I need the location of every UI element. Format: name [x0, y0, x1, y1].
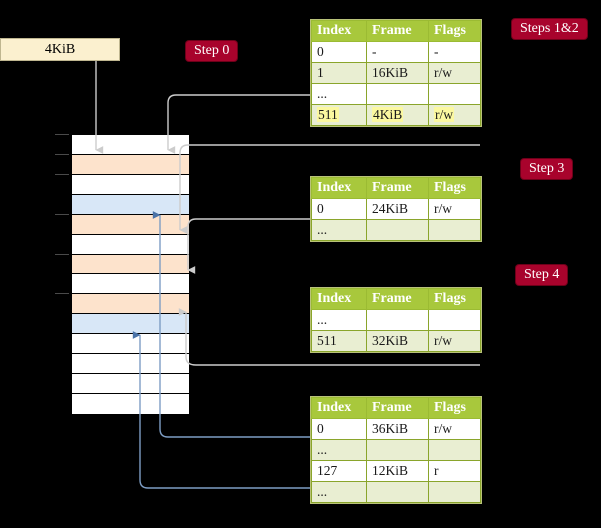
- cell-frame: [366, 439, 429, 461]
- column-header-index: Index: [311, 397, 367, 419]
- memory-frame-row: [72, 294, 189, 315]
- column-header-frame: Frame: [366, 177, 429, 199]
- column-header-flags: Flags: [428, 397, 481, 419]
- column-header-index: Index: [311, 288, 367, 310]
- cell-flags: -: [428, 41, 481, 63]
- cell-flags: r: [428, 460, 481, 482]
- memory-row-tick: [55, 293, 69, 295]
- table-row[interactable]: ...: [311, 439, 481, 461]
- memory-frame-row: [72, 354, 189, 375]
- cell-frame: 4KiB: [366, 104, 429, 126]
- memory-frame-row: [72, 135, 189, 155]
- table-row[interactable]: ...: [311, 219, 481, 241]
- column-header-frame: Frame: [366, 397, 429, 419]
- memory-frame-row: [72, 374, 189, 395]
- virtual-page-4kib-box: 4KiB: [0, 38, 120, 61]
- cell-index: 511: [311, 330, 367, 352]
- cell-index: ...: [311, 83, 367, 105]
- column-header-flags: Flags: [428, 288, 481, 310]
- cell-frame: [366, 83, 429, 105]
- physical-memory-column: [71, 134, 190, 414]
- memory-frame-row: [72, 214, 189, 235]
- cell-frame: [366, 219, 429, 241]
- cell-index: 1: [311, 62, 367, 84]
- memory-frame-row: [72, 314, 189, 335]
- virtual-page-label: 4KiB: [44, 41, 76, 57]
- badge-steps-1-2: Steps 1&2: [512, 19, 587, 39]
- cell-flags: r/w: [428, 418, 481, 440]
- cell-frame: 16KiB: [366, 62, 429, 84]
- memory-frame-row: [72, 274, 189, 295]
- memory-row-tick: [55, 253, 69, 255]
- table-row[interactable]: ...: [311, 83, 481, 105]
- badge-step-4: Step 4: [516, 265, 568, 285]
- cell-frame: [366, 481, 429, 503]
- memory-row-tick: [55, 213, 69, 215]
- cell-frame: 32KiB: [366, 330, 429, 352]
- cell-frame: -: [366, 41, 429, 63]
- memory-row-tick: [55, 173, 69, 175]
- memory-frame-row: [72, 394, 189, 414]
- memory-frame-row: [72, 154, 189, 175]
- memory-frame-row: [72, 254, 189, 275]
- badge-step-3: Step 3: [521, 159, 573, 179]
- cell-frame: 12KiB: [366, 460, 429, 482]
- cell-frame: 36KiB: [366, 418, 429, 440]
- cell-index: 511: [311, 104, 367, 126]
- cell-index: 0: [311, 41, 367, 63]
- table-row[interactable]: 0--: [311, 41, 481, 63]
- cell-index: 127: [311, 460, 367, 482]
- highlighted-value: r/w: [434, 107, 454, 122]
- table-row[interactable]: 511 4KiB r/w: [311, 104, 481, 126]
- cell-flags: r/w: [428, 198, 481, 220]
- column-header-flags: Flags: [428, 177, 481, 199]
- memory-frame-row: [72, 234, 189, 255]
- cell-flags: [428, 219, 481, 241]
- cell-index: 0: [311, 198, 367, 220]
- highlighted-value: 511: [317, 107, 339, 122]
- memory-row-tick: [55, 134, 69, 135]
- column-header-index: Index: [311, 177, 367, 199]
- cell-flags: r/w: [428, 62, 481, 84]
- cell-flags: r/w: [428, 330, 481, 352]
- highlighted-value: 4KiB: [372, 107, 404, 122]
- column-header-frame: Frame: [366, 288, 429, 310]
- table-row[interactable]: ...: [311, 309, 481, 331]
- column-header-index: Index: [311, 20, 367, 42]
- memory-row-tick: [55, 153, 69, 155]
- column-header-frame: Frame: [366, 20, 429, 42]
- cell-flags: [428, 439, 481, 461]
- cell-frame: 24KiB: [366, 198, 429, 220]
- memory-frame-row: [72, 334, 189, 355]
- memory-frame-row: [72, 194, 189, 215]
- cell-index: ...: [311, 481, 367, 503]
- cell-flags: r/w: [428, 104, 481, 126]
- cell-index: ...: [311, 219, 367, 241]
- badge-step-0: Step 0: [186, 41, 238, 61]
- cell-frame: [366, 309, 429, 331]
- cell-flags: [428, 83, 481, 105]
- table-row[interactable]: ...: [311, 481, 481, 503]
- cell-index: ...: [311, 439, 367, 461]
- column-header-flags: Flags: [428, 20, 481, 42]
- cell-index: ...: [311, 309, 367, 331]
- cell-flags: [428, 309, 481, 331]
- memory-frame-row: [72, 174, 189, 195]
- cell-index: 0: [311, 418, 367, 440]
- cell-flags: [428, 481, 481, 503]
